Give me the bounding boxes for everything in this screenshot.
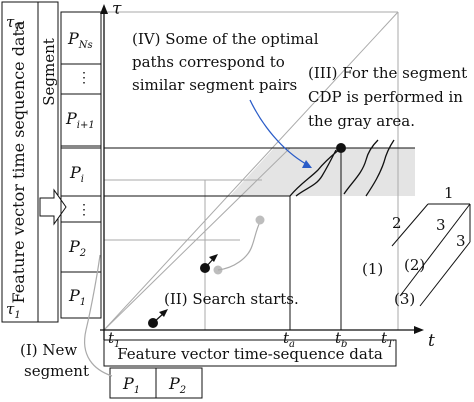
bottom-axis-frame xyxy=(103,339,397,367)
segment-dots-top: ⋮ xyxy=(77,70,91,86)
inset-row-label-3: (3) xyxy=(394,290,415,308)
search-gray-path xyxy=(217,221,261,271)
bottom-segment-p2: P2 xyxy=(155,367,203,399)
tick-tb: tb xyxy=(335,329,347,350)
left-axis-label: Feature vector time sequence data xyxy=(9,20,28,303)
annotation-i: (I) New segment xyxy=(20,341,89,380)
segment-cell-p-i: Pi xyxy=(60,147,102,197)
segment-dots-mid: ⋮ xyxy=(77,202,91,218)
annotation-iv-arrow xyxy=(249,99,307,165)
inset-diag-label-3: 3 xyxy=(456,232,466,250)
tau-axis-label: τ xyxy=(112,0,122,19)
tick-ta: ta xyxy=(283,329,295,350)
tau-axis-arrowhead xyxy=(100,4,108,14)
svg-text:P1: P1 xyxy=(122,374,140,396)
svg-text:P2: P2 xyxy=(68,237,86,259)
segment-cell-p-1: P1 xyxy=(60,271,102,319)
svg-text:P2: P2 xyxy=(168,374,186,396)
tau-top-label: τT xyxy=(6,13,22,34)
inset-diag-label-2: 3 xyxy=(436,216,446,234)
svg-text:P1: P1 xyxy=(68,286,86,308)
search-dot-gray-2 xyxy=(255,215,265,225)
search-arrowhead xyxy=(209,254,218,262)
left-arrow-box xyxy=(37,1,59,323)
segment-cell-p-ns: PNs xyxy=(60,11,102,65)
inset-diag-label-1: 2 xyxy=(392,214,402,232)
t-axis-label: t xyxy=(428,331,435,351)
t-axis-arrowhead xyxy=(414,326,424,334)
annotation-ii: (II) Search starts. xyxy=(164,290,299,308)
annotation-iv: (IV) Some of the optimal paths correspon… xyxy=(132,30,323,94)
inset-row-label-1: (1) xyxy=(362,260,383,278)
cdp-inset: 1 2 3 3 (1) (2) (3) xyxy=(362,184,471,308)
optimal-path-3 xyxy=(343,139,379,195)
left-hollow-arrow xyxy=(39,188,67,226)
segment-cell-p-i-plus-1: Pi+1 xyxy=(60,93,102,147)
inset-row-label-2: (2) xyxy=(404,256,425,274)
segment-cell-p-2: P2 xyxy=(60,221,102,273)
svg-text:PNs: PNs xyxy=(67,29,93,51)
full-range-diagonal xyxy=(103,11,399,331)
bottom-axis-label: Feature vector time-sequence data xyxy=(117,345,383,363)
annotation-i-connector xyxy=(84,254,113,377)
tau-bottom-label: τ1 xyxy=(6,300,21,321)
segment-diagonal xyxy=(103,147,291,331)
optimal-path-2 xyxy=(295,149,337,197)
annotation-iv-arrowhead xyxy=(302,160,312,168)
bottom-segment-p1: P1 xyxy=(109,367,157,399)
search-start-arrowhead xyxy=(159,309,168,317)
tick-tT: tT xyxy=(381,329,395,350)
optimal-path-endpoint xyxy=(336,143,346,153)
tick-t1: t1 xyxy=(108,329,120,350)
gray-cdp-area xyxy=(230,148,415,196)
inset-top-label: 1 xyxy=(444,184,454,202)
optimal-path-4 xyxy=(365,139,395,197)
svg-text:Pi+1: Pi+1 xyxy=(65,109,95,131)
segment-label: Segment xyxy=(40,38,58,106)
svg-text:Pi: Pi xyxy=(69,163,84,185)
annotation-iii: (III) For the segment CDP is performed i… xyxy=(308,64,472,130)
